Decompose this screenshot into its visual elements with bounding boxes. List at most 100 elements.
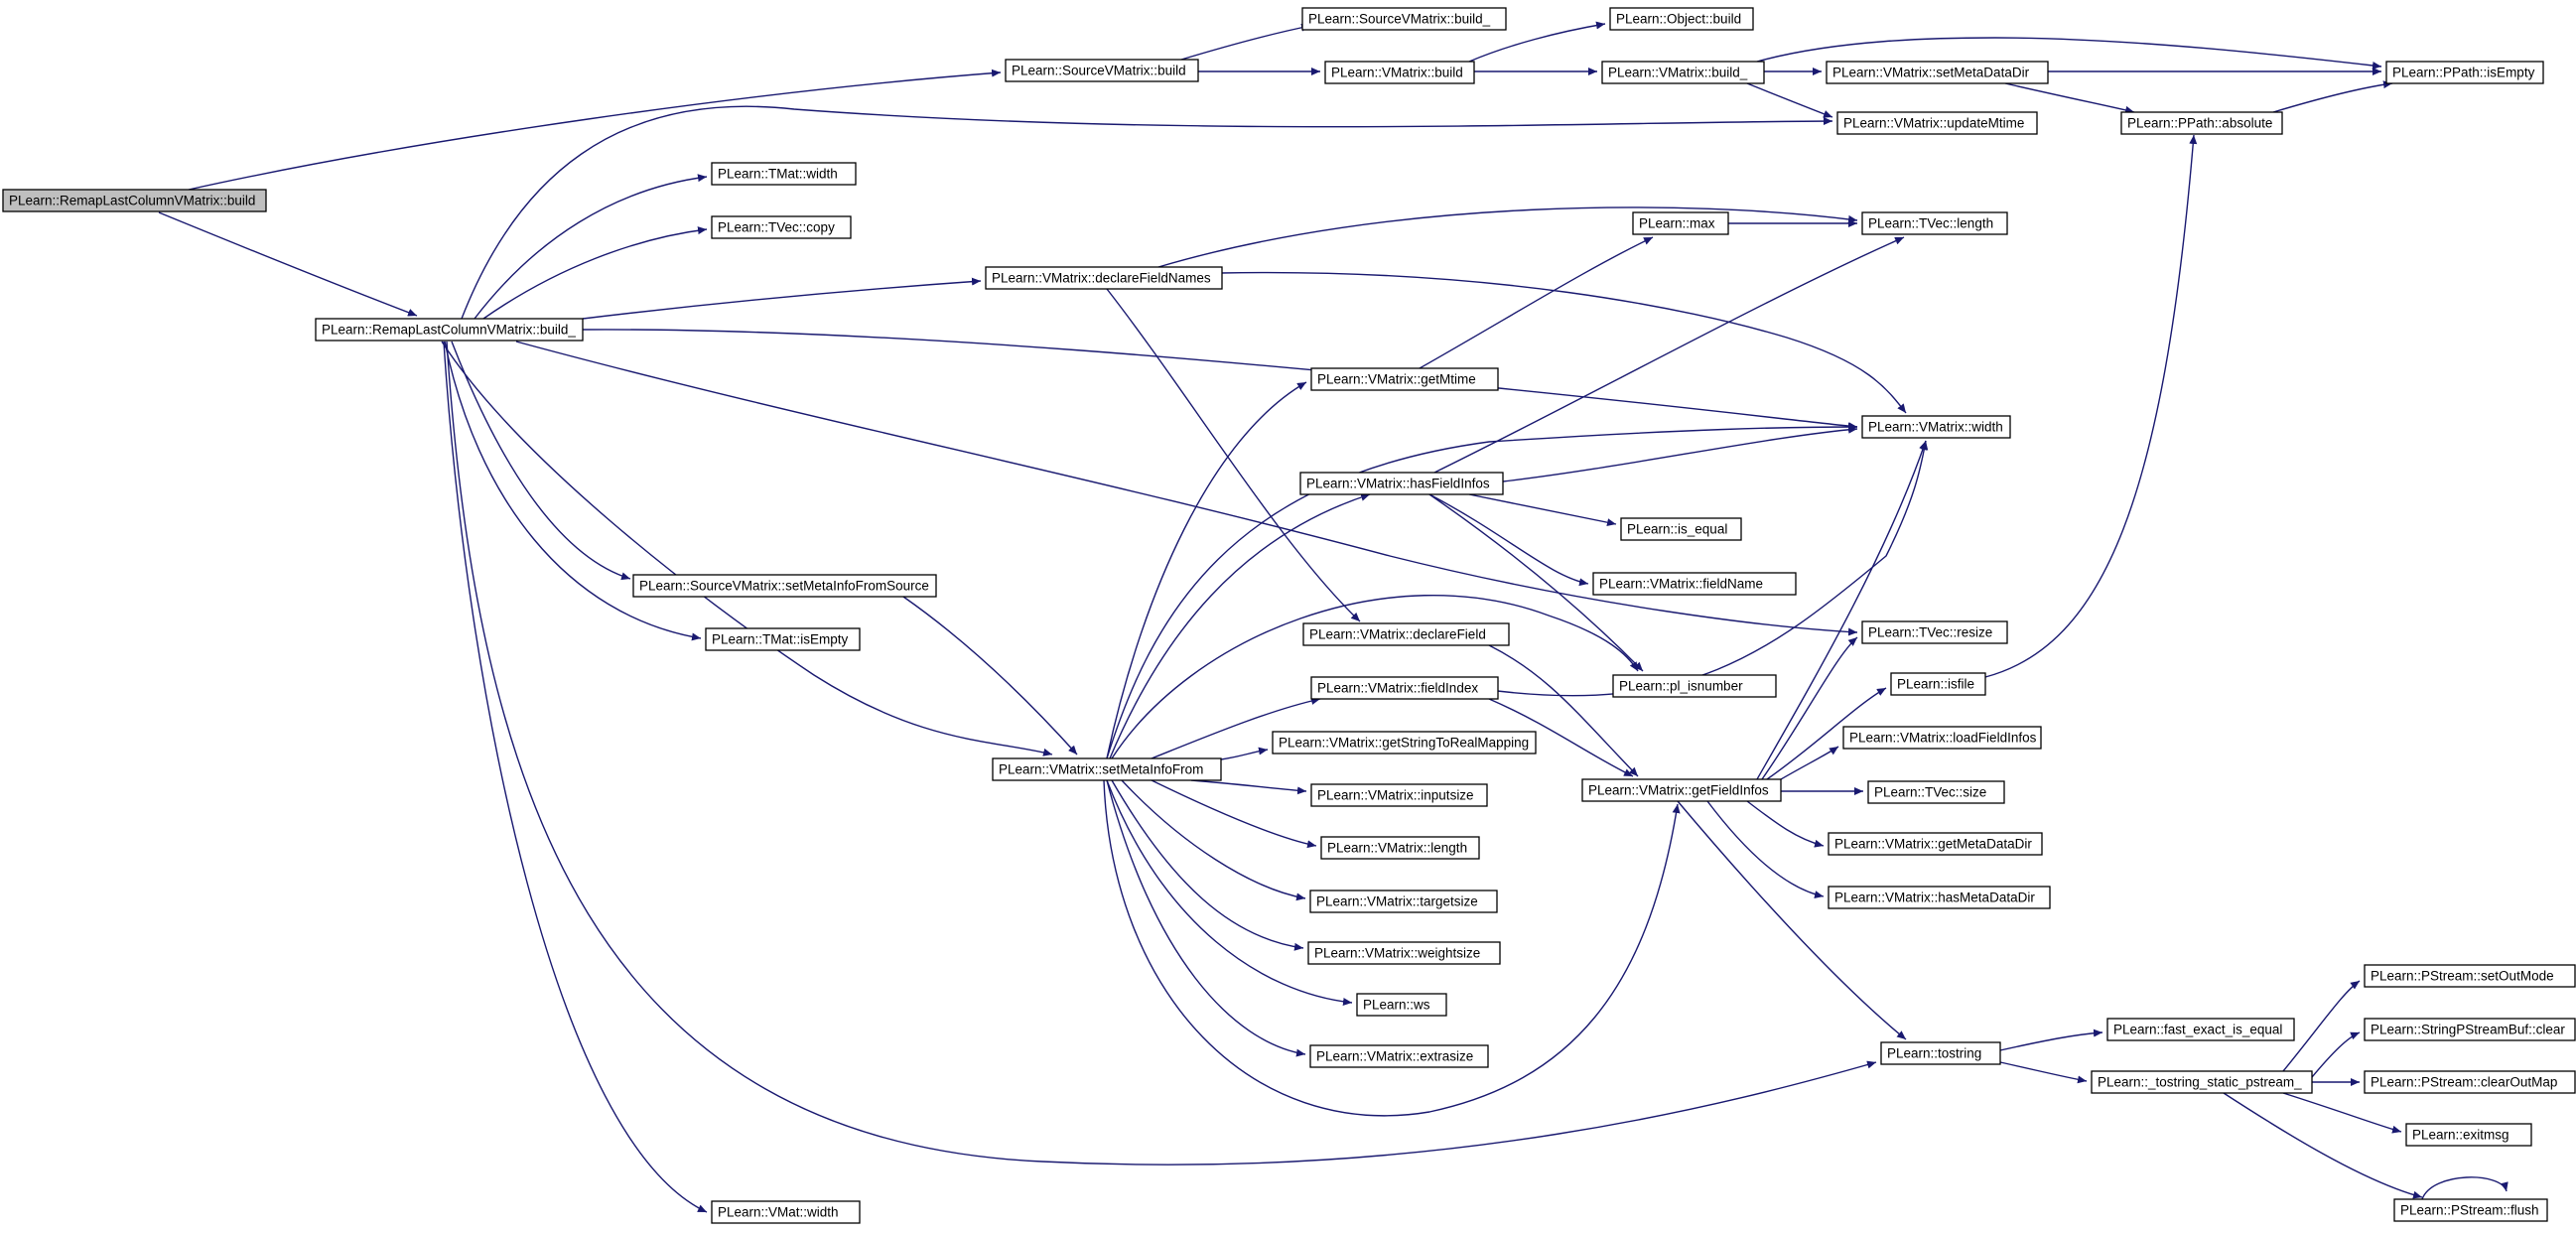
node-box (1842, 726, 2042, 750)
node-tvec-copy[interactable]: PLearn::TVec::copy (711, 215, 852, 239)
node-box (711, 215, 852, 239)
node-box (2393, 1198, 2548, 1222)
node-extrasize[interactable]: PLearn::VMatrix::extrasize (1309, 1044, 1489, 1068)
node-vm-length[interactable]: PLearn::VMatrix::length (1320, 836, 1480, 860)
node-box (1861, 620, 2008, 644)
edge-setMetaInfoFrom-to-vm_length (1151, 779, 1317, 849)
node-setOutMode[interactable]: PLearn::PStream::setOutMode (2364, 964, 2576, 988)
node-tvec-resize[interactable]: PLearn::TVec::resize (1861, 620, 2008, 644)
node-tostring[interactable]: PLearn::tostring (1880, 1041, 2001, 1065)
edge-rbuild_-to-setMetaInfoFromSource (451, 341, 631, 581)
node-rbuild-[interactable]: PLearn::RemapLastColumnVMatrix::build_ (315, 318, 584, 342)
node-box (1301, 7, 1507, 31)
node-tvec-size[interactable]: PLearn::TVec::size (1867, 780, 2005, 804)
node-label: PLearn::TMat::width (718, 167, 838, 182)
node-sbuf-clear[interactable]: PLearn::StringPStreamBuf::clear (2364, 1018, 2576, 1041)
node-svm-build-[interactable]: PLearn::SourceVMatrix::build_ (1301, 7, 1507, 31)
edge-rbuild_-to-vmat_width (443, 341, 708, 1213)
edge-rbuild_-to-tmat_isEmpty (444, 341, 702, 641)
node-getFieldInfos[interactable]: PLearn::VMatrix::getFieldInfos (1581, 778, 1782, 802)
node-fieldName[interactable]: PLearn::VMatrix::fieldName (1592, 572, 1797, 596)
node-label: PLearn::TVec::resize (1868, 625, 1992, 640)
node-is-equal[interactable]: PLearn::is_equal (1620, 517, 1742, 541)
node-flush[interactable]: PLearn::PStream::flush (2393, 1198, 2548, 1222)
edge-setMetaInfoFrom-to-getStringToRealMapping (1220, 747, 1269, 760)
node-fast-exact-is-equal[interactable]: PLearn::fast_exact_is_equal (2106, 1018, 2295, 1041)
node-label: PLearn::ws (1363, 998, 1430, 1013)
node-box (1828, 832, 2043, 856)
node-vmat-width[interactable]: PLearn::VMat::width (711, 1200, 861, 1224)
edge-rbuild_-to-updateMtime (461, 105, 1833, 320)
edge-rbuild_-to-tvec_copy (482, 226, 708, 320)
node-tmat-isEmpty[interactable]: PLearn::TMat::isEmpty (705, 627, 861, 651)
node-box (2364, 1070, 2576, 1094)
node-box (1307, 941, 1501, 965)
edge-hasFieldInfos-to-tvec_length (1433, 236, 1905, 474)
node-inputsize[interactable]: PLearn::VMatrix::inputsize (1310, 783, 1488, 807)
node-box (1867, 780, 2005, 804)
node-box (2091, 1070, 2313, 1094)
edge-vm_build_-to-updateMtime (1746, 82, 1833, 118)
node-updateMtime[interactable]: PLearn::VMatrix::updateMtime (1836, 111, 2038, 135)
node-box (1612, 674, 1777, 698)
node-vm-build[interactable]: PLearn::VMatrix::build (1324, 61, 1475, 84)
node-setMetaInfoFromSource[interactable]: PLearn::SourceVMatrix::setMetaInfoFromSo… (632, 574, 937, 598)
node-ws[interactable]: PLearn::ws (1356, 993, 1447, 1017)
node-box (1620, 517, 1742, 541)
node-loadFieldInfos[interactable]: PLearn::VMatrix::loadFieldInfos (1842, 726, 2042, 750)
node-box (2106, 1018, 2295, 1041)
node-vm-width[interactable]: PLearn::VMatrix::width (1861, 415, 2011, 439)
node-setMetaDataDir[interactable]: PLearn::VMatrix::setMetaDataDir (1826, 61, 2049, 84)
edge-declareFieldNames-to-vm_width (1220, 271, 1907, 414)
edge-setMetaDataDir-to-absolute (2004, 82, 2135, 114)
node-svm-build[interactable]: PLearn::SourceVMatrix::build (1005, 59, 1199, 82)
node-label: PLearn::VMatrix::hasFieldInfos (1306, 477, 1490, 491)
edge-root-to-rbuild_ (158, 211, 418, 317)
node-hasMetaDataDir[interactable]: PLearn::VMatrix::hasMetaDataDir (1828, 886, 2051, 909)
node-label: PLearn::SourceVMatrix::setMetaInfoFromSo… (639, 579, 929, 594)
node-label: PLearn::PStream::setOutMode (2371, 969, 2554, 984)
node-hasFieldInfos[interactable]: PLearn::VMatrix::hasFieldInfos (1299, 472, 1504, 495)
node-vm-build-[interactable]: PLearn::VMatrix::build_ (1601, 61, 1765, 84)
node-pl-isnumber[interactable]: PLearn::pl_isnumber (1612, 674, 1777, 698)
node-label: PLearn::VMatrix::width (1868, 420, 2003, 435)
edge-rbuild_-to-vm_width (582, 329, 1858, 431)
node-label: PLearn::Object::build (1616, 12, 1741, 27)
node-fieldIndex[interactable]: PLearn::VMatrix::fieldIndex (1310, 676, 1499, 700)
node-label: PLearn::TVec::copy (718, 220, 835, 235)
node-root[interactable]: PLearn::RemapLastColumnVMatrix::build (2, 189, 267, 212)
node-max[interactable]: PLearn::max (1632, 211, 1729, 235)
node-tvec-length[interactable]: PLearn::TVec::length (1861, 211, 2008, 235)
edge-getFieldInfos-to-tvec_resize (1761, 636, 1858, 780)
node-tostring-static[interactable]: PLearn::_tostring_static_pstream_ (2091, 1070, 2313, 1094)
edge-tostring_static-to-exitmsg (2282, 1092, 2402, 1134)
node-getMetaDataDir[interactable]: PLearn::VMatrix::getMetaDataDir (1828, 832, 2043, 856)
node-exitmsg[interactable]: PLearn::exitmsg (2405, 1123, 2532, 1147)
node-declareField[interactable]: PLearn::VMatrix::declareField (1302, 622, 1510, 646)
node-box (1880, 1041, 2001, 1065)
node-targetsize[interactable]: PLearn::VMatrix::targetsize (1309, 890, 1498, 913)
node-obj-build[interactable]: PLearn::Object::build (1609, 7, 1754, 31)
node-weightsize[interactable]: PLearn::VMatrix::weightsize (1307, 941, 1501, 965)
edge-setMetaInfoFrom-to-extrasize (1106, 779, 1306, 1057)
node-absolute[interactable]: PLearn::PPath::absolute (2120, 111, 2283, 135)
node-box (992, 757, 1222, 781)
node-getMtime[interactable]: PLearn::VMatrix::getMtime (1310, 367, 1499, 391)
node-label: PLearn::VMatrix::fieldIndex (1317, 681, 1478, 696)
node-getStringToRealMapping[interactable]: PLearn::VMatrix::getStringToRealMapping (1272, 731, 1537, 754)
edge-setMetaInfoFrom-to-pl_isnumber (1111, 595, 1639, 759)
node-label: PLearn::StringPStreamBuf::clear (2371, 1023, 2565, 1037)
node-setMetaInfoFrom[interactable]: PLearn::VMatrix::setMetaInfoFrom (992, 757, 1222, 781)
node-box (2120, 111, 2283, 135)
node-label: PLearn::fast_exact_is_equal (2113, 1023, 2282, 1037)
node-box (2364, 964, 2576, 988)
node-label: PLearn::VMatrix::declareFieldNames (992, 271, 1211, 286)
node-declareFieldNames[interactable]: PLearn::VMatrix::declareFieldNames (985, 266, 1223, 290)
node-clearOutMap[interactable]: PLearn::PStream::clearOutMap (2364, 1070, 2576, 1094)
node-isEmpty-path[interactable]: PLearn::PPath::isEmpty (2385, 61, 2544, 84)
node-label: PLearn::PStream::flush (2400, 1203, 2539, 1218)
node-isfile[interactable]: PLearn::isfile (1890, 672, 1986, 696)
node-tmat-width[interactable]: PLearn::TMat::width (711, 162, 857, 186)
edge-tostring_static-to-setOutMode (2282, 980, 2361, 1072)
edge-setMetaInfoFrom-to-targetsize (1121, 779, 1306, 901)
